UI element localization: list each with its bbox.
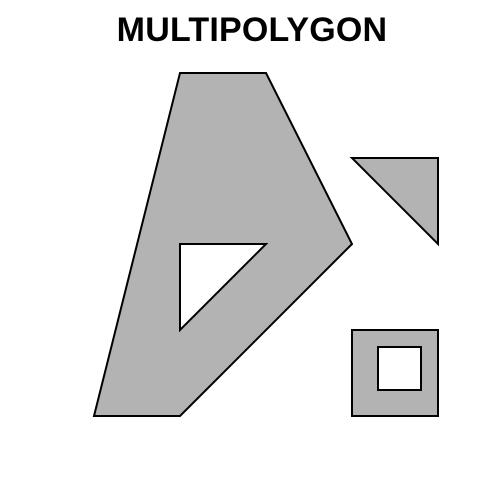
figure-title: MULTIPOLYGON	[116, 11, 388, 49]
polygon-square-with-square-hole	[351, 329, 439, 417]
polygon-large-with-triangle-hole	[92, 72, 354, 417]
polygon-triangle	[349, 157, 439, 247]
